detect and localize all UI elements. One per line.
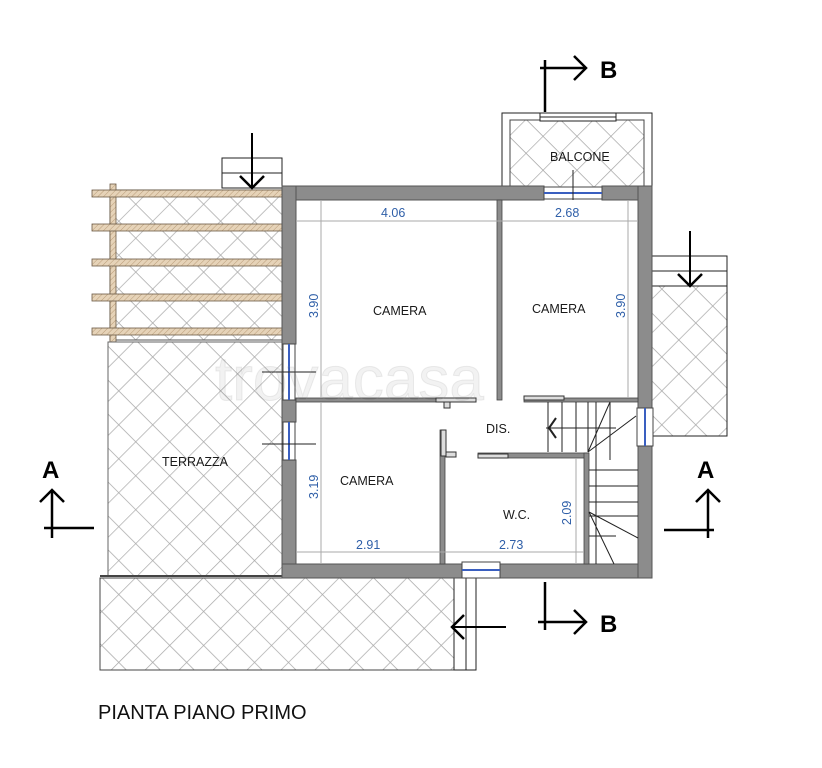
- room-label-camera-3: CAMERA: [340, 474, 394, 488]
- pergola-area: [91, 183, 283, 347]
- upper-left-steps: [221, 133, 283, 190]
- dim-camera-2-width: 2.68: [555, 206, 579, 220]
- bottom-entrance-steps: [450, 577, 506, 671]
- windows: [262, 170, 654, 579]
- room-label-dis: DIS.: [486, 422, 510, 436]
- dim-wc-width: 2.73: [499, 538, 523, 552]
- terrazza-area: TERRAZZA: [99, 341, 455, 671]
- balcone-label: BALCONE: [550, 150, 610, 164]
- dim-camera-2-depth: 3.90: [614, 294, 628, 318]
- balcone-area: BALCONE: [501, 112, 653, 188]
- room-label-camera-2: CAMERA: [532, 302, 586, 316]
- watermark: trovacasa: [215, 345, 484, 414]
- section-label-a-right: A: [697, 457, 714, 484]
- room-label-camera-1: CAMERA: [373, 304, 427, 318]
- right-balcony: [651, 231, 728, 437]
- section-marker-b-bottom: [538, 582, 588, 635]
- section-label-b-bottom: B: [600, 611, 617, 638]
- dim-camera-3-width: 2.91: [356, 538, 380, 552]
- dim-camera-3-depth: 3.19: [307, 475, 321, 499]
- dimension-lines: [296, 200, 638, 564]
- section-marker-a-left: [39, 488, 94, 538]
- dim-wc-depth: 2.09: [560, 501, 574, 525]
- dim-camera-1-depth: 3.90: [307, 294, 321, 318]
- internal-stair: [546, 401, 639, 565]
- section-label-a-left: A: [42, 457, 59, 484]
- interior-walls: [295, 199, 639, 565]
- room-label-wc: W.C.: [503, 508, 530, 522]
- section-label-b-top: B: [600, 57, 617, 84]
- section-marker-b-top: [540, 55, 588, 112]
- dim-camera-1-width: 4.06: [381, 206, 405, 220]
- plan-title: PIANTA PIANO PRIMO: [98, 702, 307, 724]
- section-marker-a-right: [664, 488, 721, 538]
- exterior-walls: [281, 185, 653, 579]
- terrazza-label: TERRAZZA: [162, 455, 229, 469]
- doors: [435, 395, 565, 459]
